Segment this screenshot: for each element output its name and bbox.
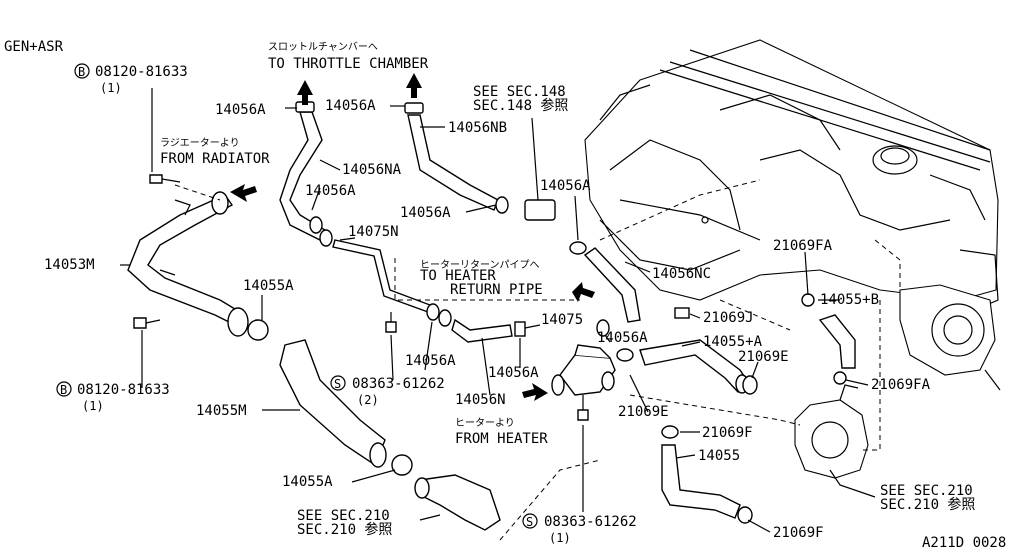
- screw-part: 08363-61262: [544, 514, 637, 530]
- hose-14056n: [451, 318, 513, 343]
- arrow-up-icon: [297, 80, 313, 105]
- screw-part: 08363-61262: [352, 376, 445, 392]
- bolt-lower-part: 08120-81633: [77, 382, 170, 398]
- sec148-jp: SEC.148 参照: [473, 97, 568, 114]
- hose-14056nc: [583, 247, 641, 323]
- arrow-left-icon: [572, 282, 595, 302]
- part-14056n: 14056N: [455, 392, 506, 408]
- screw-qty: (1): [549, 531, 571, 545]
- from-heater-jp: ヒーターより: [455, 417, 515, 429]
- pipe-14075n: [332, 239, 431, 313]
- reference-lines: [174, 179, 901, 541]
- part-21069e: 21069E: [738, 349, 789, 365]
- leader-lines: [120, 88, 876, 533]
- figure-code: A211D 0028: [922, 535, 1006, 551]
- sec210-right-jp: SEC.210 参照: [880, 496, 975, 513]
- see-sec148: SEE SEC.148: [473, 84, 566, 100]
- outlet-elbow: [414, 474, 501, 531]
- callout-bolt-upper: B 08120-81633 (1): [74, 63, 188, 95]
- callout-screw-2: S 08363-61262 (1): [522, 513, 637, 545]
- part-14056a: 14056A: [540, 178, 591, 194]
- radiator-label: FROM RADIATOR: [160, 151, 270, 167]
- part-21069f: 21069F: [702, 425, 753, 441]
- arrow-right-icon: [522, 383, 548, 401]
- part-14055plus-a: 14055+A: [703, 334, 763, 350]
- bolt-circle-letter: B: [78, 65, 85, 79]
- bolt-upper-part: 08120-81633: [95, 64, 188, 80]
- heater-return-jp: ヒーターリターンパイプへ: [420, 259, 540, 271]
- return-pipe-label: RETURN PIPE: [450, 282, 543, 298]
- see-sec210-left: SEE SEC.210: [297, 508, 390, 524]
- throttle-label: TO THROTTLE CHAMBER: [268, 56, 429, 72]
- part-21069fa: 21069FA: [773, 238, 833, 254]
- sec210-left-jp: SEC.210 参照: [297, 521, 392, 538]
- part-14056a: 14056A: [400, 205, 451, 221]
- hose-14055: [661, 444, 741, 519]
- screw-circle-letter: S: [526, 515, 533, 529]
- part-14055a: 14055A: [282, 474, 333, 490]
- arrow-left-icon: [230, 184, 257, 202]
- screw-qty: (2): [357, 393, 379, 407]
- part-14056a: 14056A: [215, 102, 266, 118]
- part-21069f: 21069F: [773, 525, 824, 541]
- part-14053m: 14053M: [44, 257, 95, 273]
- water-pipe-14053m: [127, 191, 249, 337]
- water-pump: [899, 284, 1001, 391]
- part-14055a: 14055A: [243, 278, 294, 294]
- part-14056a: 14056A: [305, 183, 356, 199]
- part-14056a: 14056A: [405, 353, 456, 369]
- part-14056a: 14056A: [488, 365, 539, 381]
- clamps: [247, 101, 847, 524]
- screw-circle-letter: S: [334, 377, 341, 391]
- part-14055: 14055: [698, 448, 740, 464]
- callout-bolt-lower: B 08120-81633 (1): [56, 381, 170, 413]
- part-21069j: 21069J: [703, 310, 754, 326]
- bolts: [133, 174, 589, 421]
- part-14075n: 14075N: [348, 224, 399, 240]
- hose-14055m: [279, 339, 387, 468]
- hose-14055plus-b: [818, 314, 856, 369]
- part-14075: 14075: [541, 312, 583, 328]
- part-14056a: 14056A: [597, 330, 648, 346]
- flow-arrows: [230, 73, 595, 401]
- bolt-lower-qty: (1): [82, 399, 104, 413]
- throttle-jp: スロットルチャンバーへ: [268, 41, 378, 53]
- arrow-up-icon: [406, 73, 422, 98]
- bolt-upper-qty: (1): [100, 81, 122, 95]
- part-14055m: 14055M: [196, 403, 247, 419]
- part-14056nb: 14056NB: [448, 120, 507, 136]
- part-14056na: 14056NA: [342, 162, 402, 178]
- part-21069fa: 21069FA: [871, 377, 931, 393]
- callout-screw-1: S 08363-61262 (2): [330, 375, 445, 407]
- from-heater-label: FROM HEATER: [455, 431, 548, 447]
- engine-block: [584, 39, 999, 311]
- radiator-jp: ラジエーターより: [160, 137, 240, 149]
- bolt-circle-letter: B: [60, 383, 67, 397]
- part-21069e: 21069E: [618, 404, 669, 420]
- to-heater-label: TO HEATER: [420, 268, 496, 284]
- part-14056nc: 14056NC: [652, 266, 711, 282]
- part-14055plus-b: 14055+B: [820, 292, 879, 308]
- heater-pipe-14075: [551, 344, 616, 396]
- variant-label: GEN+ASR: [4, 39, 64, 55]
- see-sec210-right: SEE SEC.210: [880, 483, 973, 499]
- thermostat-housing: [794, 384, 869, 479]
- part-14056a: 14056A: [325, 98, 376, 114]
